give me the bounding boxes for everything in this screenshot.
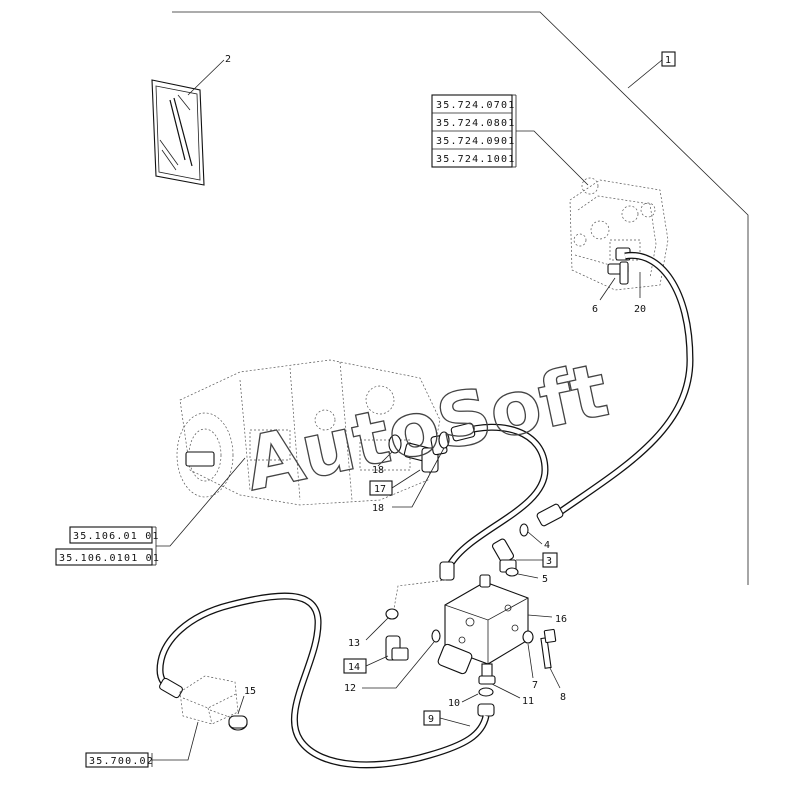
callout-box-1 xyxy=(661,51,676,67)
label-7: 7 xyxy=(532,680,538,691)
leader-1 xyxy=(627,59,663,89)
o-ring-12 xyxy=(431,629,441,643)
frame-border xyxy=(172,11,749,585)
leader-5 xyxy=(517,573,539,579)
elbow-fitting-17 xyxy=(403,434,448,473)
label-16: 16 xyxy=(555,614,567,625)
washer-7 xyxy=(522,630,534,644)
o-ring-18 xyxy=(388,434,402,454)
ref-code: 35.724.0801 xyxy=(436,118,515,129)
leader-6 xyxy=(599,277,616,301)
control-valve-ghost xyxy=(569,177,669,291)
assembly-dash xyxy=(391,579,447,621)
label-11: 11 xyxy=(522,696,534,707)
leader-9 xyxy=(439,717,471,727)
cooler-ghost xyxy=(179,675,239,725)
label-6: 6 xyxy=(592,304,598,315)
callout-3: 3 xyxy=(546,556,552,567)
ref-table-valve xyxy=(431,94,517,168)
ref-code: 35.106.0101 01 xyxy=(59,553,160,564)
manual-booklet xyxy=(151,79,205,186)
leader-ref-pump xyxy=(156,457,246,547)
label-4: 4 xyxy=(544,540,550,551)
callout-1: 1 xyxy=(665,55,671,66)
leader-12 xyxy=(362,641,435,689)
ref-box-lower xyxy=(85,752,149,768)
o-ring-13 xyxy=(385,608,399,620)
leader-4 xyxy=(527,531,543,545)
assembly-dash-15 xyxy=(209,709,233,719)
watermark-text: AutoSoft xyxy=(237,347,615,508)
leader-11 xyxy=(491,683,521,699)
label-10: 10 xyxy=(448,698,460,709)
leader-16 xyxy=(527,614,553,618)
label-20: 20 xyxy=(634,304,646,315)
o-ring-5 xyxy=(505,567,519,577)
label-12: 12 xyxy=(344,683,356,694)
label-2: 2 xyxy=(225,54,231,65)
label-8: 8 xyxy=(560,692,566,703)
label-15: 15 xyxy=(244,686,256,697)
ref-code: 35.724.0901 xyxy=(436,136,515,147)
ref-code: 35.106.01 01 xyxy=(73,531,160,542)
pump-ghost xyxy=(176,359,441,506)
leader-ref-lower xyxy=(152,721,199,761)
hose-end-pump xyxy=(450,422,476,442)
leader-13 xyxy=(365,617,389,641)
hose-end-fitting xyxy=(536,503,564,527)
bolt-8 xyxy=(540,628,557,669)
leader-14 xyxy=(365,655,389,667)
leader-8 xyxy=(549,667,561,689)
callout-14: 14 xyxy=(348,662,360,673)
leader-15 xyxy=(237,695,245,715)
hose-end-block xyxy=(439,561,455,581)
leader-18a xyxy=(377,451,393,467)
valve-block-16 xyxy=(437,574,529,675)
hose-end-9 xyxy=(477,703,495,717)
label-13: 13 xyxy=(348,638,360,649)
elbow-fitting-14 xyxy=(385,635,409,661)
callout-9: 9 xyxy=(428,714,434,725)
leader-17 xyxy=(391,469,421,489)
ref-table-pump xyxy=(55,526,157,566)
o-ring-4 xyxy=(519,523,529,537)
ref-code: 35.724.1001 xyxy=(436,154,515,165)
leader-7 xyxy=(527,643,534,679)
connector-11 xyxy=(478,663,496,685)
o-ring-10 xyxy=(478,687,494,697)
elbow-fitting-3 xyxy=(491,538,517,573)
label-18: 18 xyxy=(372,503,384,514)
hose-lower xyxy=(156,592,490,769)
cap-15-body xyxy=(228,715,248,729)
leader-2 xyxy=(187,59,225,96)
ref-code: 35.700.02 xyxy=(89,756,154,767)
ref-code: 35.724.0701 xyxy=(436,100,515,111)
label-5: 5 xyxy=(542,574,548,585)
label-18: 18 xyxy=(372,465,384,476)
leader-18b xyxy=(392,447,445,508)
hose-end-lower xyxy=(159,677,183,699)
callout-17: 17 xyxy=(374,484,386,495)
leader-ref-valve xyxy=(516,130,589,186)
leader-10 xyxy=(461,693,479,703)
